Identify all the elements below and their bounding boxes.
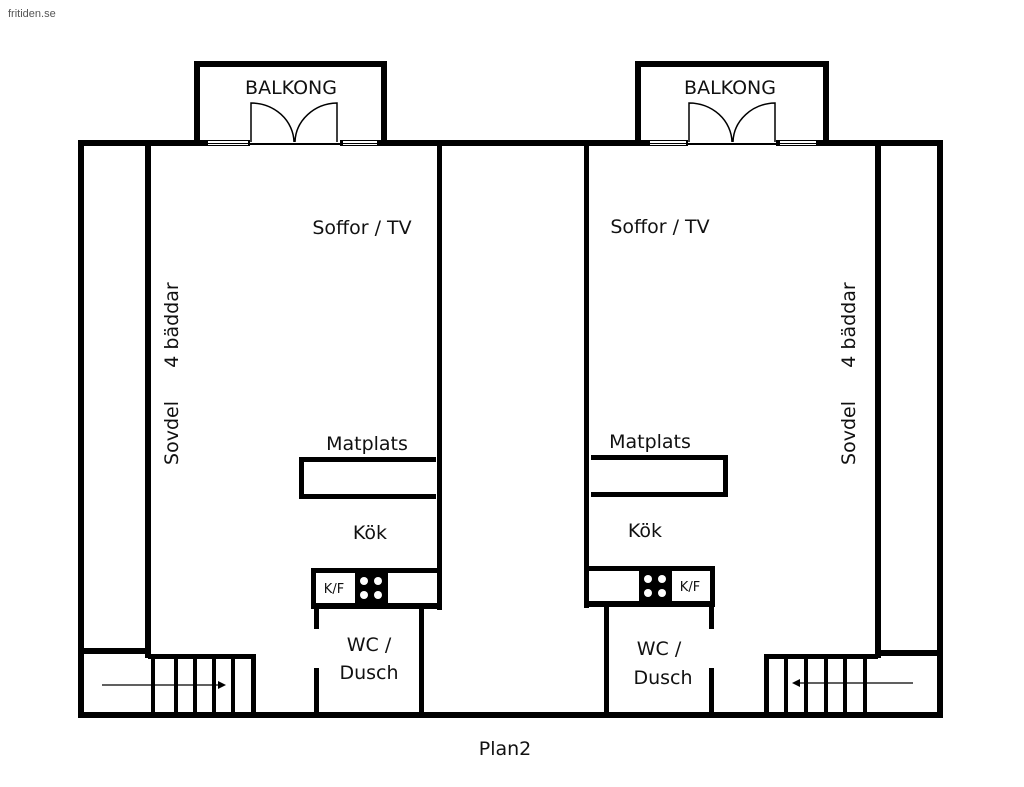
staircase-left — [102, 654, 256, 716]
living-label-left: Soffor / TV — [312, 217, 411, 239]
dining-label-left: Matplats — [326, 433, 408, 455]
sleeping-label-right-b: 4 bäddar — [838, 282, 860, 368]
watermark: fritiden.se — [8, 8, 56, 20]
bath-label-right-2: Dusch — [633, 667, 692, 689]
walls — [78, 61, 943, 718]
arrow-left-icon — [792, 679, 800, 687]
stove-icon-left — [355, 572, 388, 605]
arrow-right-icon — [218, 681, 226, 689]
stove-icon-right — [639, 570, 672, 603]
balcony-label-right: BALKONG — [684, 77, 776, 99]
kitchen-label-right: Kök — [628, 520, 662, 542]
dining-label-right: Matplats — [609, 431, 691, 453]
sleeping-label-left-a: Sovdel — [161, 401, 183, 465]
plan-caption: Plan2 — [479, 738, 532, 760]
living-label-right: Soffor / TV — [610, 216, 709, 238]
fridge-label-left: K/F — [324, 582, 344, 597]
bath-label-right-1: WC / — [637, 638, 682, 660]
staircase-right — [764, 654, 913, 716]
balcony-door-right — [688, 102, 776, 143]
kitchen-label-left: Kök — [353, 522, 387, 544]
balcony-door-left — [250, 102, 338, 143]
sleeping-label-right-a: Sovdel — [838, 401, 860, 465]
bath-label-left-2: Dusch — [339, 662, 398, 684]
fridge-label-right: K/F — [680, 580, 700, 595]
balcony-label-left: BALKONG — [245, 77, 337, 99]
bath-label-left-1: WC / — [347, 634, 392, 656]
sleeping-label-left-b: 4 bäddar — [161, 282, 183, 368]
